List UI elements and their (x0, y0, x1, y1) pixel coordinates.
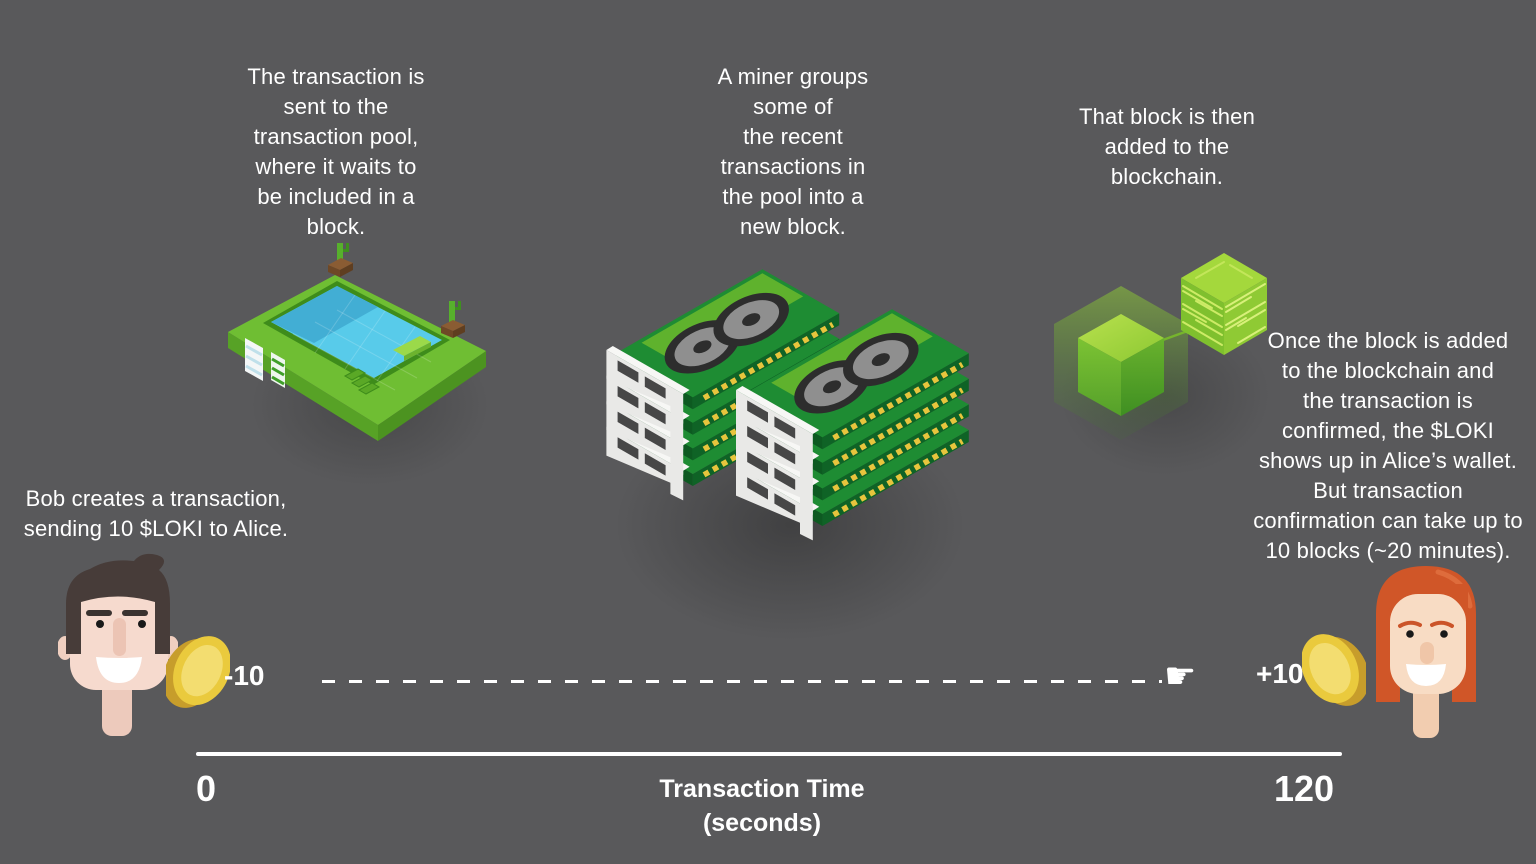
diving-board (393, 336, 431, 361)
towel (245, 338, 285, 388)
pool-steps (343, 368, 381, 395)
pointing-hand-icon: ☛ (1164, 655, 1197, 696)
coin-icon (1302, 634, 1366, 706)
axis-tick-start: 0 (196, 768, 217, 809)
axis-tick-end: 120 (1274, 768, 1335, 809)
transaction-dashed-line (322, 680, 1162, 683)
caption-miner: A miner groups some of the recent transa… (717, 64, 869, 239)
bob-balance-change: -10 (224, 660, 265, 691)
time-axis (196, 752, 1342, 756)
block-cube (1078, 314, 1164, 416)
caption-confirmation: Once the block is added to the blockchai… (1253, 328, 1523, 563)
linked-blocks-illustration (1054, 253, 1267, 440)
coin-icon (166, 636, 230, 708)
data-block-cube (1181, 253, 1267, 355)
bob-avatar (58, 553, 178, 736)
gpu-mining-stacks-illustration (592, 238, 976, 542)
alice-avatar (1376, 566, 1476, 738)
cactus-icon (441, 301, 465, 338)
caption-transaction-pool: The transaction is sent to the transacti… (247, 64, 425, 239)
cactus-icon (328, 243, 353, 277)
axis-title: Transaction Time (seconds) (659, 775, 865, 837)
pool-base (228, 332, 378, 441)
transaction-pool-illustration (228, 243, 486, 441)
bob-hair (66, 553, 170, 654)
caption-block-added: That block is then added to the blockcha… (1078, 104, 1256, 189)
alice-balance-change: +10 (1256, 658, 1304, 689)
caption-bob: Bob creates a transaction, sending 10 $L… (23, 486, 289, 541)
